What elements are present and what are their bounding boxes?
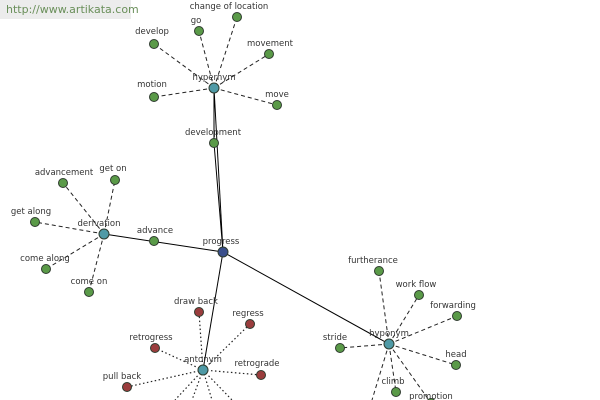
label-get-along: get along (11, 207, 51, 217)
label-development: development (185, 128, 242, 138)
edge-hyponym-stride (339, 343, 390, 349)
label-work-flow: work flow (396, 280, 437, 290)
node-hypernym-top[interactable] (208, 82, 220, 94)
label-change-of-location: change of location (190, 2, 269, 12)
edge-derivation-advancement (62, 182, 105, 235)
node-come-along[interactable] (41, 264, 51, 274)
node-climb[interactable] (391, 387, 401, 397)
label-head: head (445, 350, 466, 360)
node-change-of-location[interactable] (232, 12, 242, 22)
node-retrogress[interactable] (150, 343, 160, 353)
node-forwarding[interactable] (452, 311, 462, 321)
edge-derivation-come-along (45, 233, 105, 270)
label-hypernym-top: hypernym (192, 73, 235, 83)
node-draw-back[interactable] (194, 307, 204, 317)
node-derivation[interactable] (98, 228, 110, 240)
labels-layer: hypernym derivation hyponym antonym progress… (11, 2, 476, 400)
node-stride[interactable] (335, 343, 345, 353)
edge-hyponym-head (388, 343, 457, 366)
edge-hypernym-top-motion (153, 87, 215, 98)
label-stride: stride (323, 333, 347, 343)
label-promotion: promotion (409, 392, 453, 400)
edge-derivation-get-on (103, 179, 116, 235)
node-go[interactable] (194, 26, 204, 36)
label-move: move (265, 90, 289, 100)
edge-development-progress (213, 142, 224, 253)
node-get-on[interactable] (110, 175, 120, 185)
label-come-along: come along (20, 254, 70, 264)
edge-antonym-regress (202, 323, 251, 371)
node-motion[interactable] (149, 92, 159, 102)
edge-derivation-get-along (34, 221, 105, 235)
edge-hyponym-work-flow (388, 294, 420, 345)
node-development[interactable] (209, 138, 219, 148)
edge-hypernym-top-go (198, 30, 215, 89)
label-retrogress: retrogress (129, 333, 173, 343)
node-head[interactable] (451, 360, 461, 370)
node-develop[interactable] (149, 39, 159, 49)
label-antonym: antonym (184, 355, 222, 365)
label-hyponym: hyponym (369, 329, 409, 339)
node-come-on[interactable] (84, 287, 94, 297)
node-advancement[interactable] (58, 178, 68, 188)
edge-progress-hypernym-top (213, 87, 224, 253)
label-progress: progress (203, 237, 240, 247)
node-pull-back[interactable] (122, 382, 132, 392)
edge-derivation-come-on (88, 233, 105, 293)
node-work-flow[interactable] (414, 290, 424, 300)
label-derivation: derivation (77, 219, 120, 229)
label-regress: regress (232, 309, 264, 319)
node-regress[interactable] (245, 319, 255, 329)
edge-antonym-draw-back (198, 311, 204, 371)
label-come-on: come on (71, 277, 108, 287)
edge-offpage-0 (174, 369, 204, 400)
edge-hyponym-climb (388, 343, 397, 393)
nodes-layer (30, 12, 462, 400)
edge-hyponym-promotion (388, 343, 430, 400)
label-draw-back: draw back (174, 297, 218, 307)
edge-hypernym-top-develop (153, 43, 215, 89)
edge-progress-hyponym (222, 251, 390, 345)
edge-hypernym-top-movement (213, 53, 270, 89)
node-retrograde[interactable] (256, 370, 266, 380)
edge-hypernym-top-move (213, 87, 278, 106)
edge-hypernym-top-change-of-location (213, 16, 238, 89)
node-progress[interactable] (217, 246, 229, 258)
watermark-url[interactable]: http://www.artikata.com (0, 0, 139, 19)
node-advance[interactable] (149, 236, 159, 246)
label-advance: advance (137, 226, 173, 236)
label-advancement: advancement (35, 168, 94, 178)
edge-offpage-4 (371, 343, 390, 400)
node-movement[interactable] (264, 49, 274, 59)
label-go: go (191, 16, 202, 26)
label-retrograde: retrograde (234, 359, 279, 369)
edge-antonym-pull-back (126, 369, 204, 388)
edge-antonym-retrogress (154, 347, 204, 371)
edge-hyponym-furtherance (378, 270, 390, 345)
edge-antonym-retrograde (202, 369, 262, 376)
label-movement: movement (247, 39, 294, 49)
label-furtherance: furtherance (348, 256, 398, 266)
node-hyponym[interactable] (383, 338, 395, 350)
label-get-on: get on (99, 164, 126, 174)
edge-offpage-3 (202, 369, 233, 400)
node-antonym[interactable] (197, 364, 209, 376)
label-climb: climb (381, 377, 404, 387)
node-move[interactable] (272, 100, 282, 110)
edge-progress-antonym (202, 251, 224, 371)
label-pull-back: pull back (103, 372, 141, 382)
edge-progress-derivation (103, 233, 224, 253)
label-develop: develop (135, 27, 169, 37)
label-forwarding: forwarding (430, 301, 476, 311)
edge-hyponym-forwarding (388, 315, 458, 345)
label-motion: motion (137, 80, 167, 90)
node-get-along[interactable] (30, 217, 40, 227)
node-furtherance[interactable] (374, 266, 384, 276)
